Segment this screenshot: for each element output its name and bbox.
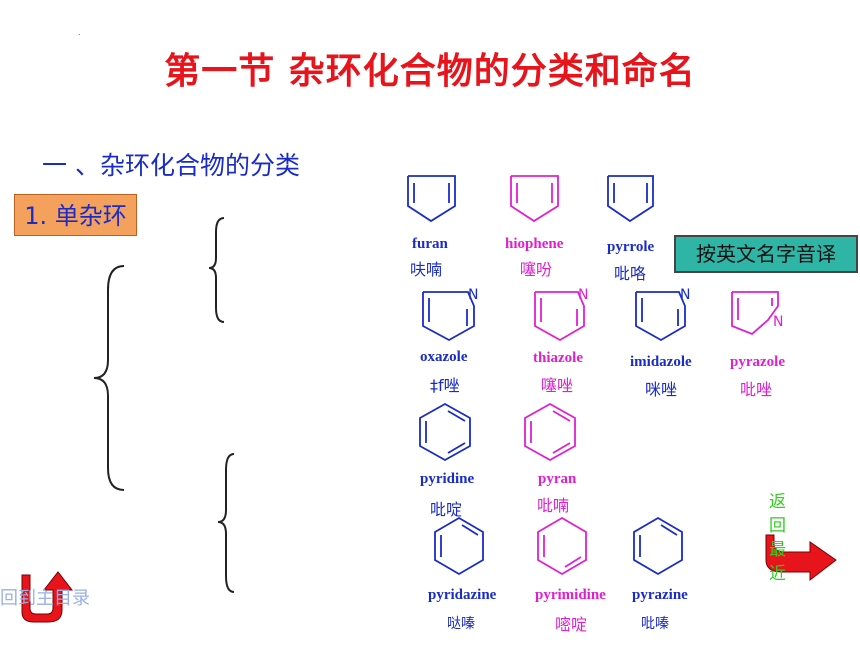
back-to-contents-link[interactable]: 回到主目录 — [0, 588, 90, 609]
pyrazine-structure — [633, 516, 683, 576]
single-ring-label: 1. 单杂环 — [14, 194, 137, 236]
back-to-recent-link[interactable]: 返回最近 — [769, 492, 786, 584]
compound-name-en: pyrazine — [632, 587, 688, 603]
atom-n-thiazole: N — [578, 287, 588, 303]
compound-name-cn: 吡咯 — [614, 264, 647, 283]
compound-name-en: imidazole — [630, 354, 692, 370]
page-title: 第一节 杂环化合物的分类和命名 — [164, 51, 696, 92]
atom-n-oxazole: N — [468, 287, 478, 303]
compound-name-en: pyrazole — [730, 354, 785, 370]
atom-n-imidazole: N — [680, 287, 690, 303]
compound-name-en: pyrrole — [607, 239, 655, 255]
compound-name-cn: 噻唑 — [541, 376, 574, 395]
compound-name-cn: 嘧啶 — [555, 615, 588, 634]
compound-name-cn: 吡啶 — [430, 500, 463, 519]
thiophene-structure — [510, 175, 559, 223]
pyran-structure — [524, 402, 576, 462]
pyrimidine-structure — [537, 516, 587, 576]
translate-note: 按英文名字音译 — [674, 235, 858, 273]
section-heading: 一 、杂环化合物的分类 — [42, 151, 300, 180]
thiazole-structure — [534, 291, 585, 342]
stray-dot: . — [78, 28, 81, 37]
brace-upper — [208, 217, 225, 323]
atom-n-pyrazole: N — [773, 314, 783, 330]
compound-name-en: pyridazine — [428, 587, 497, 603]
compound-name-en: pyran — [538, 471, 577, 487]
compound-name-cn: 吡喃 — [537, 496, 570, 515]
compound-name-cn: 哒嗪 — [447, 616, 475, 632]
compound-name-en: pyridine — [420, 471, 475, 487]
pyrazole-structure — [731, 291, 779, 336]
compound-name-cn: 吡唑 — [740, 380, 773, 399]
oxazole-structure — [422, 291, 475, 342]
imidazole-structure — [635, 291, 686, 342]
pyridine-structure — [419, 402, 471, 462]
compound-name-cn: 吡嗪 — [641, 616, 669, 632]
compound-name-en: thiazole — [533, 350, 583, 366]
compound-name-cn: 咪唑 — [645, 380, 678, 399]
back-to-contents-arrow-icon — [21, 571, 74, 623]
brace-lower — [217, 453, 235, 593]
brace-large — [93, 265, 125, 491]
compound-name-cn: 呋喃 — [410, 260, 443, 279]
compound-name-en: pyrimidine — [535, 587, 606, 603]
compound-name-en: hiophene — [505, 236, 564, 252]
back-to-recent-arrow-icon — [765, 534, 837, 582]
pyrrole-structure — [607, 175, 654, 223]
pyridazine-structure — [434, 516, 484, 576]
compound-name-en: oxazole — [420, 349, 468, 365]
compound-name-cn: ‡f唑 — [430, 376, 460, 395]
compound-name-cn: 噻吩 — [520, 260, 553, 279]
furan-structure — [407, 175, 456, 223]
compound-name-en: furan — [412, 236, 448, 252]
